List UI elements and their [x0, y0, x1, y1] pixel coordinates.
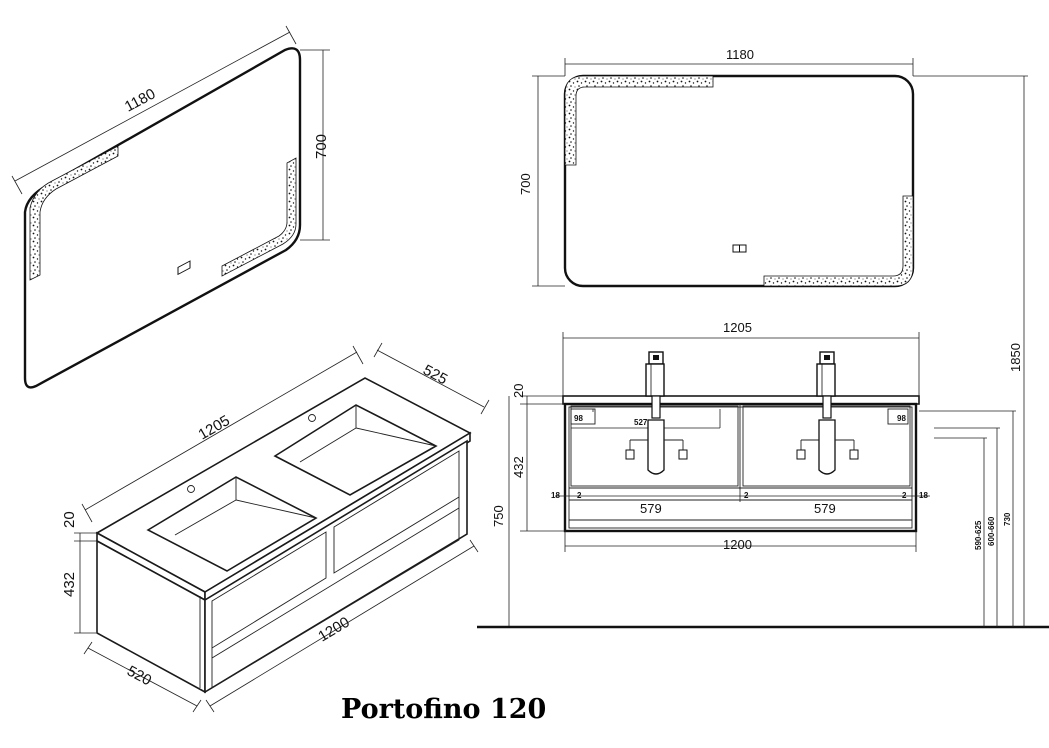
overall-height-label: 1850	[1008, 343, 1023, 372]
iso-vanity: 1205 525 20 432 1200 520	[61, 342, 490, 713]
front-mirror-outline	[563, 74, 915, 288]
height-references: 1850 730 600-660 590-625	[477, 75, 1049, 629]
front-vanity-gap-left: 2	[577, 491, 582, 500]
iso-mirror-height-label: 700	[313, 134, 330, 159]
iso-vanity-top-length-label: 1205	[196, 412, 233, 443]
front-vanity-tap-left	[625, 351, 688, 475]
iso-mirror-switch-icon	[177, 260, 191, 276]
front-vanity-gap-mid-left: 2	[744, 491, 749, 500]
front-vanity-cabinet-width-label: 1200	[723, 537, 752, 552]
iso-vanity-cabinet-depth-label: 520	[124, 663, 154, 690]
front-mirror: 1180 700	[518, 47, 915, 288]
iso-vanity-drawer-left	[211, 531, 327, 649]
iso-mirror-lit-band-right	[221, 157, 297, 277]
front-vanity-inset-right: 98	[897, 414, 906, 423]
height-600-660-label: 600-660	[987, 516, 996, 546]
front-vanity-countertop	[562, 395, 920, 405]
front-vanity-top-thickness-label: 20	[511, 384, 526, 398]
front-vanity-edge-right: 18	[919, 491, 928, 500]
front-vanity-tap-right	[796, 351, 859, 475]
iso-mirror-lit-band-left	[29, 145, 119, 281]
front-vanity-inset-left: 98	[574, 414, 583, 423]
front-mirror-height-label: 700	[518, 173, 533, 195]
iso-mirror: 1180 700	[11, 25, 330, 389]
iso-vanity-cabinet-front	[204, 439, 468, 694]
iso-vanity-top-side	[204, 431, 471, 602]
iso-vanity-tap-hole-right	[308, 414, 316, 422]
product-title: Portofino 120	[341, 694, 546, 725]
iso-vanity-tap-hole-left	[187, 485, 195, 493]
front-vanity-drawer-left-width: 579	[640, 501, 662, 516]
front-mirror-lit-band-bottom	[763, 195, 914, 287]
front-vanity-drawer-right-width: 579	[814, 501, 836, 516]
front-vanity: 98 98 527	[491, 320, 930, 627]
iso-vanity-cabinet-height-label: 432	[61, 572, 78, 597]
front-vanity-cabinet-height-label: 432	[511, 456, 526, 478]
iso-mirror-outline	[23, 47, 302, 389]
front-vanity-tap-label: 527	[634, 418, 648, 427]
front-vanity-cabinet	[563, 402, 918, 533]
front-vanity-total-height-label: 750	[491, 505, 506, 527]
front-vanity-top-width-label: 1205	[723, 320, 752, 335]
iso-mirror-width-label: 1180	[122, 85, 158, 115]
front-mirror-width-label: 1180	[726, 47, 754, 62]
front-vanity-edge-left: 18	[551, 491, 560, 500]
iso-vanity-top-thickness-label: 20	[61, 511, 78, 528]
height-730-label: 730	[1003, 512, 1012, 526]
front-vanity-gap-mid-right: 2	[902, 491, 907, 500]
front-mirror-lit-band-top	[564, 75, 714, 166]
iso-vanity-top-depth-label: 525	[420, 362, 450, 389]
height-590-625-label: 590-625	[974, 520, 983, 550]
